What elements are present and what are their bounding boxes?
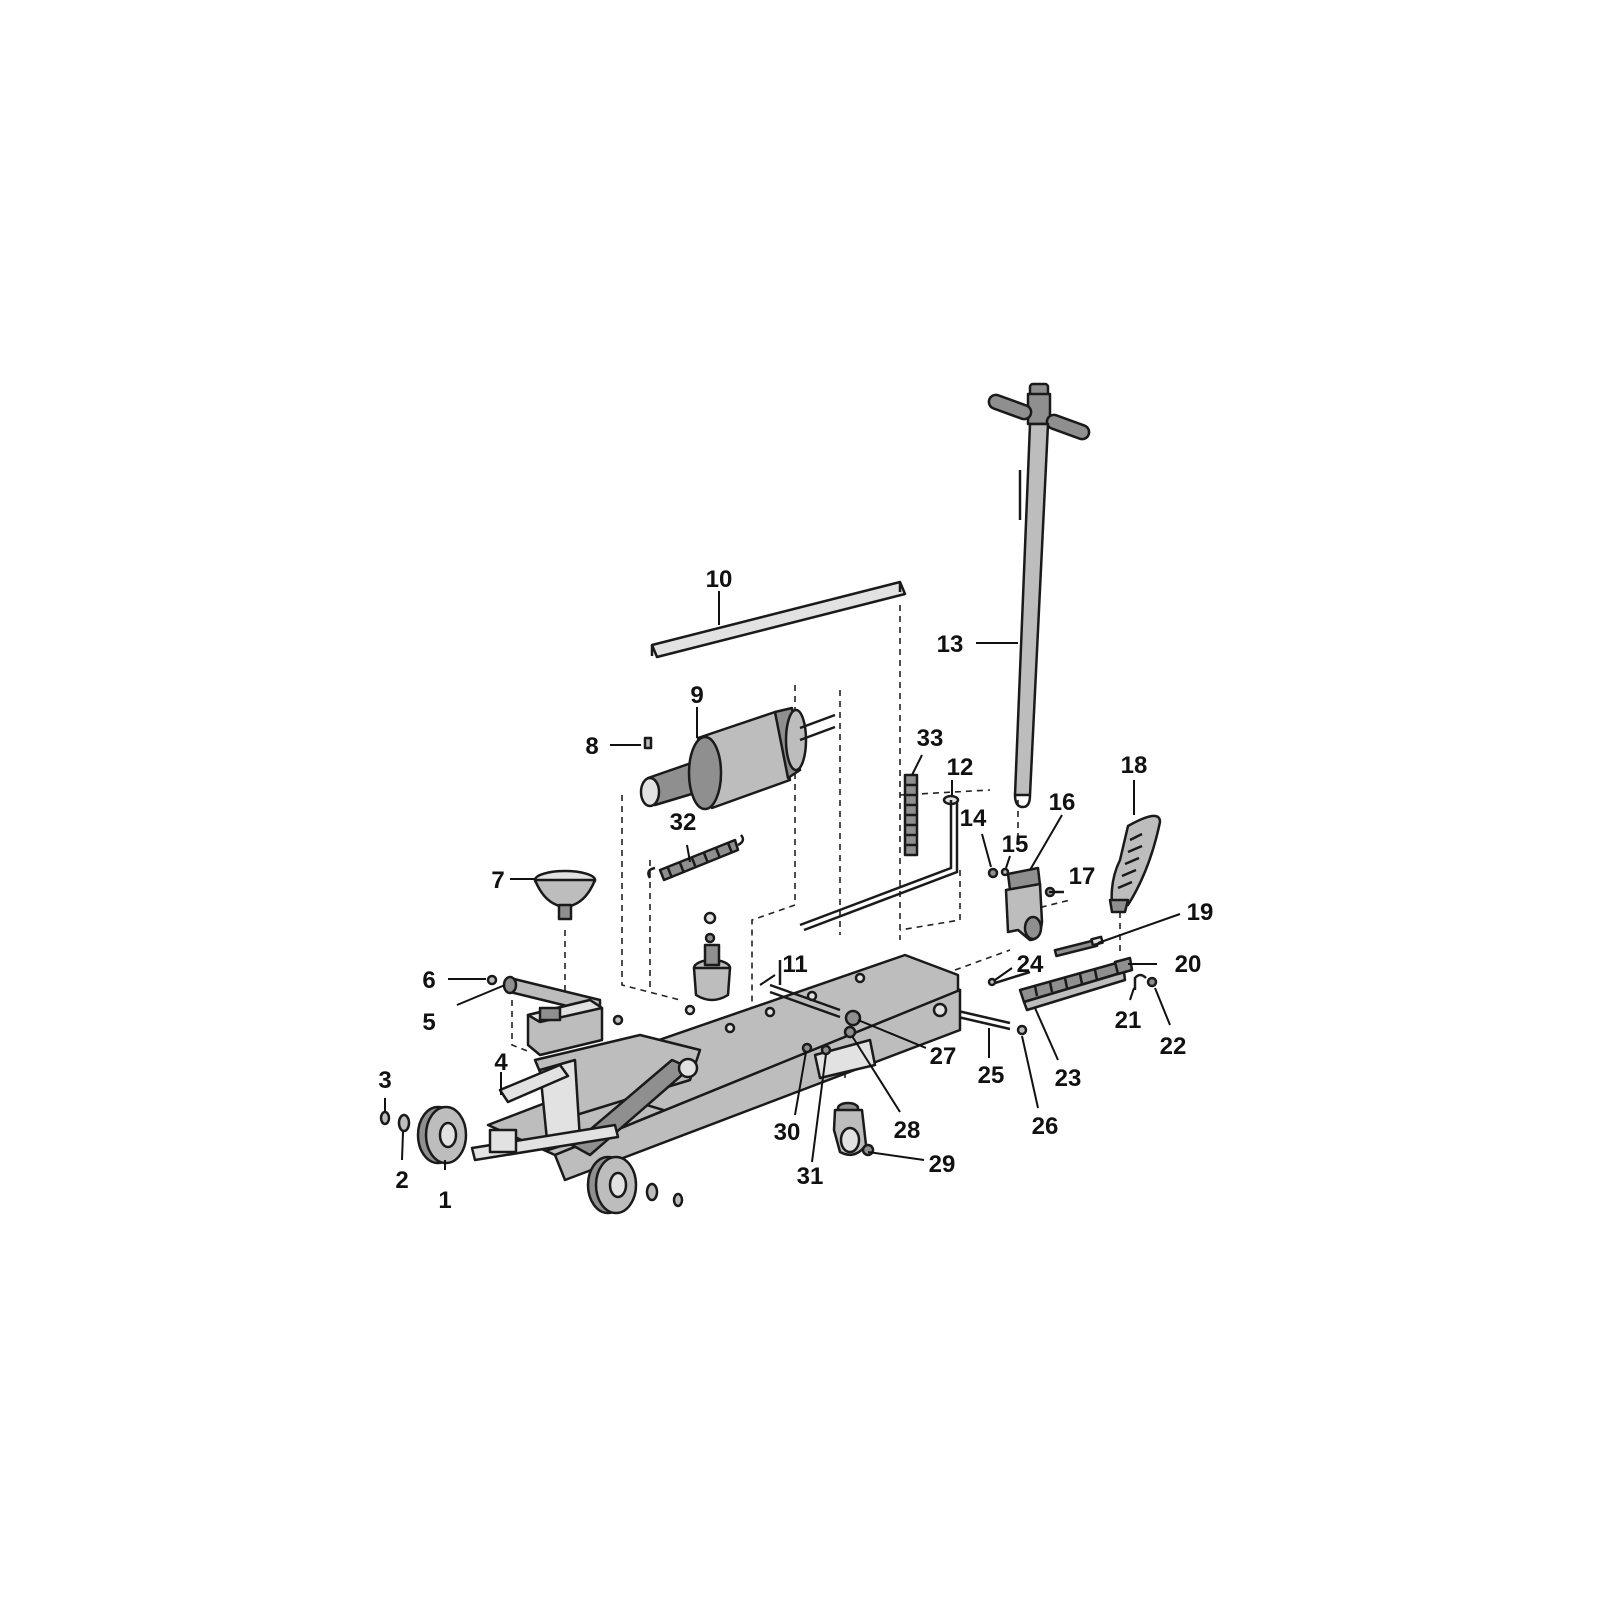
part-31-washer [820,1044,832,1056]
part-21-clip [1133,973,1147,990]
callout-28: 28 [894,1117,921,1144]
callout-27: 27 [930,1043,957,1070]
assembly-guide-lines [511,605,1121,1080]
part-9-hydraulic-cylinder [639,706,836,811]
part-2-washer-right [645,1182,659,1202]
part-20-end-plate [1113,956,1134,976]
callout-21: 21 [1115,1007,1142,1034]
callout-17: 17 [1069,863,1096,890]
lift-head-block [526,998,624,1057]
part-4-crossbar [498,1063,570,1104]
callout-14: 14 [960,805,987,832]
leader-lines [384,591,1181,1170]
part-7-saddle [533,869,597,921]
part-30-nut [801,1042,813,1054]
callout-3: 3 [378,1067,391,1094]
part-1-wheel-right [586,1155,638,1215]
callout-15: 15 [1002,831,1029,858]
part-15-pin [1000,867,1010,877]
callout-20: 20 [1175,951,1202,978]
main-frame [470,953,962,1182]
callout-4: 4 [494,1049,508,1076]
part-1-wheel-left [416,1105,468,1165]
part-11-cross-rod [769,960,841,1019]
callout-12: 12 [947,754,974,781]
part-28-bolt [843,1025,857,1039]
callout-25: 25 [978,1062,1005,1089]
part-10-top-cover [650,580,907,659]
part-12-pump-rod [799,794,960,932]
part-33-threaded-rod [903,773,919,857]
part-16-pump-head [1004,866,1044,942]
callout-23: 23 [1055,1065,1082,1092]
callout-19: 19 [1187,899,1214,926]
part-14-ball [987,867,999,879]
part-29-caster [832,1101,875,1157]
callout-22: 22 [1160,1033,1187,1060]
callout-2: 2 [395,1167,408,1194]
part-3-clip [379,1110,391,1126]
callout-33: 33 [917,725,944,752]
callout-labels: 1 2 3 4 5 6 7 8 9 10 11 12 13 14 15 16 1… [378,566,1213,1214]
part-32-spring [647,834,745,882]
part-19-pin [1053,935,1104,958]
callout-16: 16 [1049,789,1076,816]
part-2-washer [397,1113,411,1133]
callout-24: 24 [1017,951,1044,978]
part-24-release-pin [987,970,1031,987]
callout-30: 30 [774,1119,801,1146]
callout-1: 1 [438,1187,451,1214]
callout-5: 5 [422,1009,435,1036]
callout-8: 8 [585,733,598,760]
part-13-handle [987,382,1091,809]
part-18-ratchet [1108,814,1162,914]
callout-32: 32 [670,809,697,836]
callout-10: 10 [706,566,733,593]
callout-7: 7 [491,867,504,894]
part-27-bolt [844,1009,862,1027]
callout-18: 18 [1121,752,1148,779]
part-8-pin [643,736,653,750]
pump-valve-assembly [684,911,732,1016]
part-22-ball [1146,976,1158,988]
part-26-washer [1016,1024,1028,1036]
callout-9: 9 [690,682,703,709]
callout-11: 11 [782,951,807,978]
part-6-pin [486,974,498,986]
callout-31: 31 [797,1163,824,1190]
callout-29: 29 [929,1151,956,1178]
callout-13: 13 [937,631,964,658]
part-3-clip-right [672,1192,684,1208]
callout-26: 26 [1032,1113,1059,1140]
callout-6: 6 [422,967,435,994]
